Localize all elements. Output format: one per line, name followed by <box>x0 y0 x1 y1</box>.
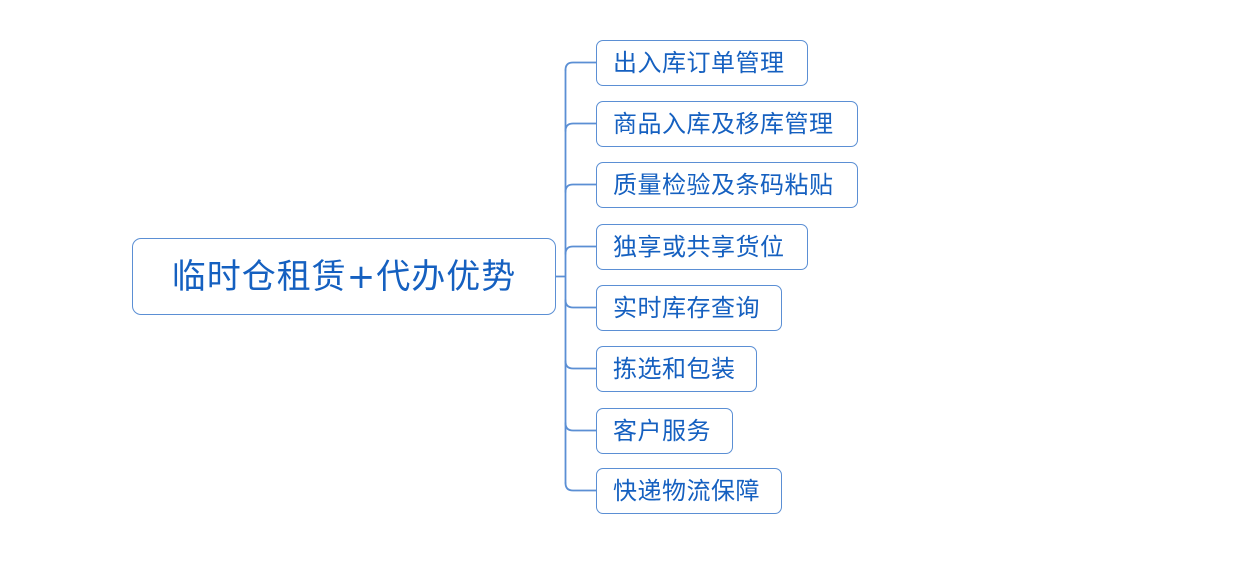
branch-node-4[interactable]: 独享或共享货位 <box>596 223 808 270</box>
branch-node-7-label: 客户服务 <box>613 416 711 445</box>
branch-node-2[interactable]: 商品入库及移库管理 <box>596 100 858 147</box>
branch-node-2-label: 商品入库及移库管理 <box>613 109 834 138</box>
connector-branch-3 <box>564 183 597 193</box>
branch-node-1-label: 出入库订单管理 <box>613 48 785 77</box>
branch-node-8[interactable]: 快递物流保障 <box>596 467 782 514</box>
connector-branch-7 <box>564 422 597 432</box>
root-node-label: 临时仓租赁+代办优势 <box>171 256 517 297</box>
branch-node-5-label: 实时库存查询 <box>613 293 760 322</box>
branch-node-8-label: 快递物流保障 <box>613 476 760 505</box>
branch-node-6[interactable]: 拣选和包装 <box>596 345 757 392</box>
connector-branch-8 <box>564 482 597 492</box>
connector-branch-4 <box>564 245 597 255</box>
connector-branch-6 <box>564 360 597 370</box>
connector-branch-5 <box>564 299 597 309</box>
root-node[interactable]: 临时仓租赁+代办优势 <box>132 238 556 315</box>
branch-node-3-label: 质量检验及条码粘贴 <box>613 170 834 199</box>
branch-node-5[interactable]: 实时库存查询 <box>596 284 782 331</box>
branch-node-3[interactable]: 质量检验及条码粘贴 <box>596 161 858 208</box>
branch-node-1[interactable]: 出入库订单管理 <box>596 39 808 86</box>
connector-branch-2 <box>564 122 597 132</box>
branch-node-4-label: 独享或共享货位 <box>613 232 785 261</box>
branch-node-6-label: 拣选和包装 <box>613 354 736 383</box>
branch-node-7[interactable]: 客户服务 <box>596 407 733 454</box>
connector-branch-1 <box>564 61 597 71</box>
